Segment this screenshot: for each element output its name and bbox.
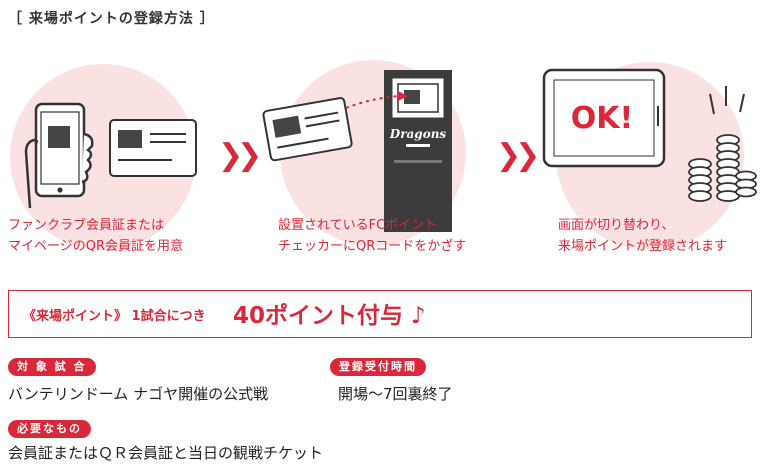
step1-line1: ファンクラブ会員証または <box>8 218 165 233</box>
step1-text: ファンクラブ会員証または マイページのQR会員証を用意 <box>8 215 183 257</box>
banner-small-text: 《来場ポイント》 1試合につき <box>23 309 206 324</box>
ok-screen-coins-illustration: OK! <box>542 68 757 202</box>
step3-line1: 画面が切り替わり、 <box>558 218 675 233</box>
ok-text: OK! <box>571 101 633 136</box>
checker-logo: Dragons <box>389 127 447 141</box>
section-title: ［ 来場ポイントの登録方法 ］ <box>8 11 215 27</box>
required-items-badge: 必要なもの <box>8 420 91 438</box>
step3-text: 画面が切り替わり、 来場ポイントが登録されます <box>558 215 727 257</box>
registration-time-value: 開場～7回裏終了 <box>338 385 453 403</box>
registration-time-badge: 登録受付時間 <box>330 358 426 376</box>
double-chevron-right-icon: ❯❯ <box>218 138 262 173</box>
target-games-value: バンテリンドーム ナゴヤ開催の公式戦 <box>8 385 269 403</box>
step3-line2: 来場ポイントが登録されます <box>558 239 728 254</box>
step1-line2: マイページのQR会員証を用意 <box>8 239 184 254</box>
points-banner: 《来場ポイント》 1試合につき 40ポイント付与 ♪ <box>8 290 752 338</box>
required-items-value: 会員証またはＱＲ会員証と当日の観戦チケット <box>8 444 324 462</box>
double-chevron-right-icon: ❯❯ <box>496 138 540 173</box>
step2-line1: 設置されているFCポイント <box>278 218 438 233</box>
step2-text: 設置されているFCポイント チェッカーにQRコードをかざす <box>278 215 466 257</box>
banner-big-text: 40ポイント付与 ♪ <box>233 303 426 329</box>
step2-line2: チェッカーにQRコードをかざす <box>278 239 467 254</box>
qr-checker-illustration: Dragons <box>262 70 452 232</box>
target-games-badge: 対 象 試 合 <box>8 358 96 376</box>
phone-and-card-illustration <box>24 102 197 208</box>
